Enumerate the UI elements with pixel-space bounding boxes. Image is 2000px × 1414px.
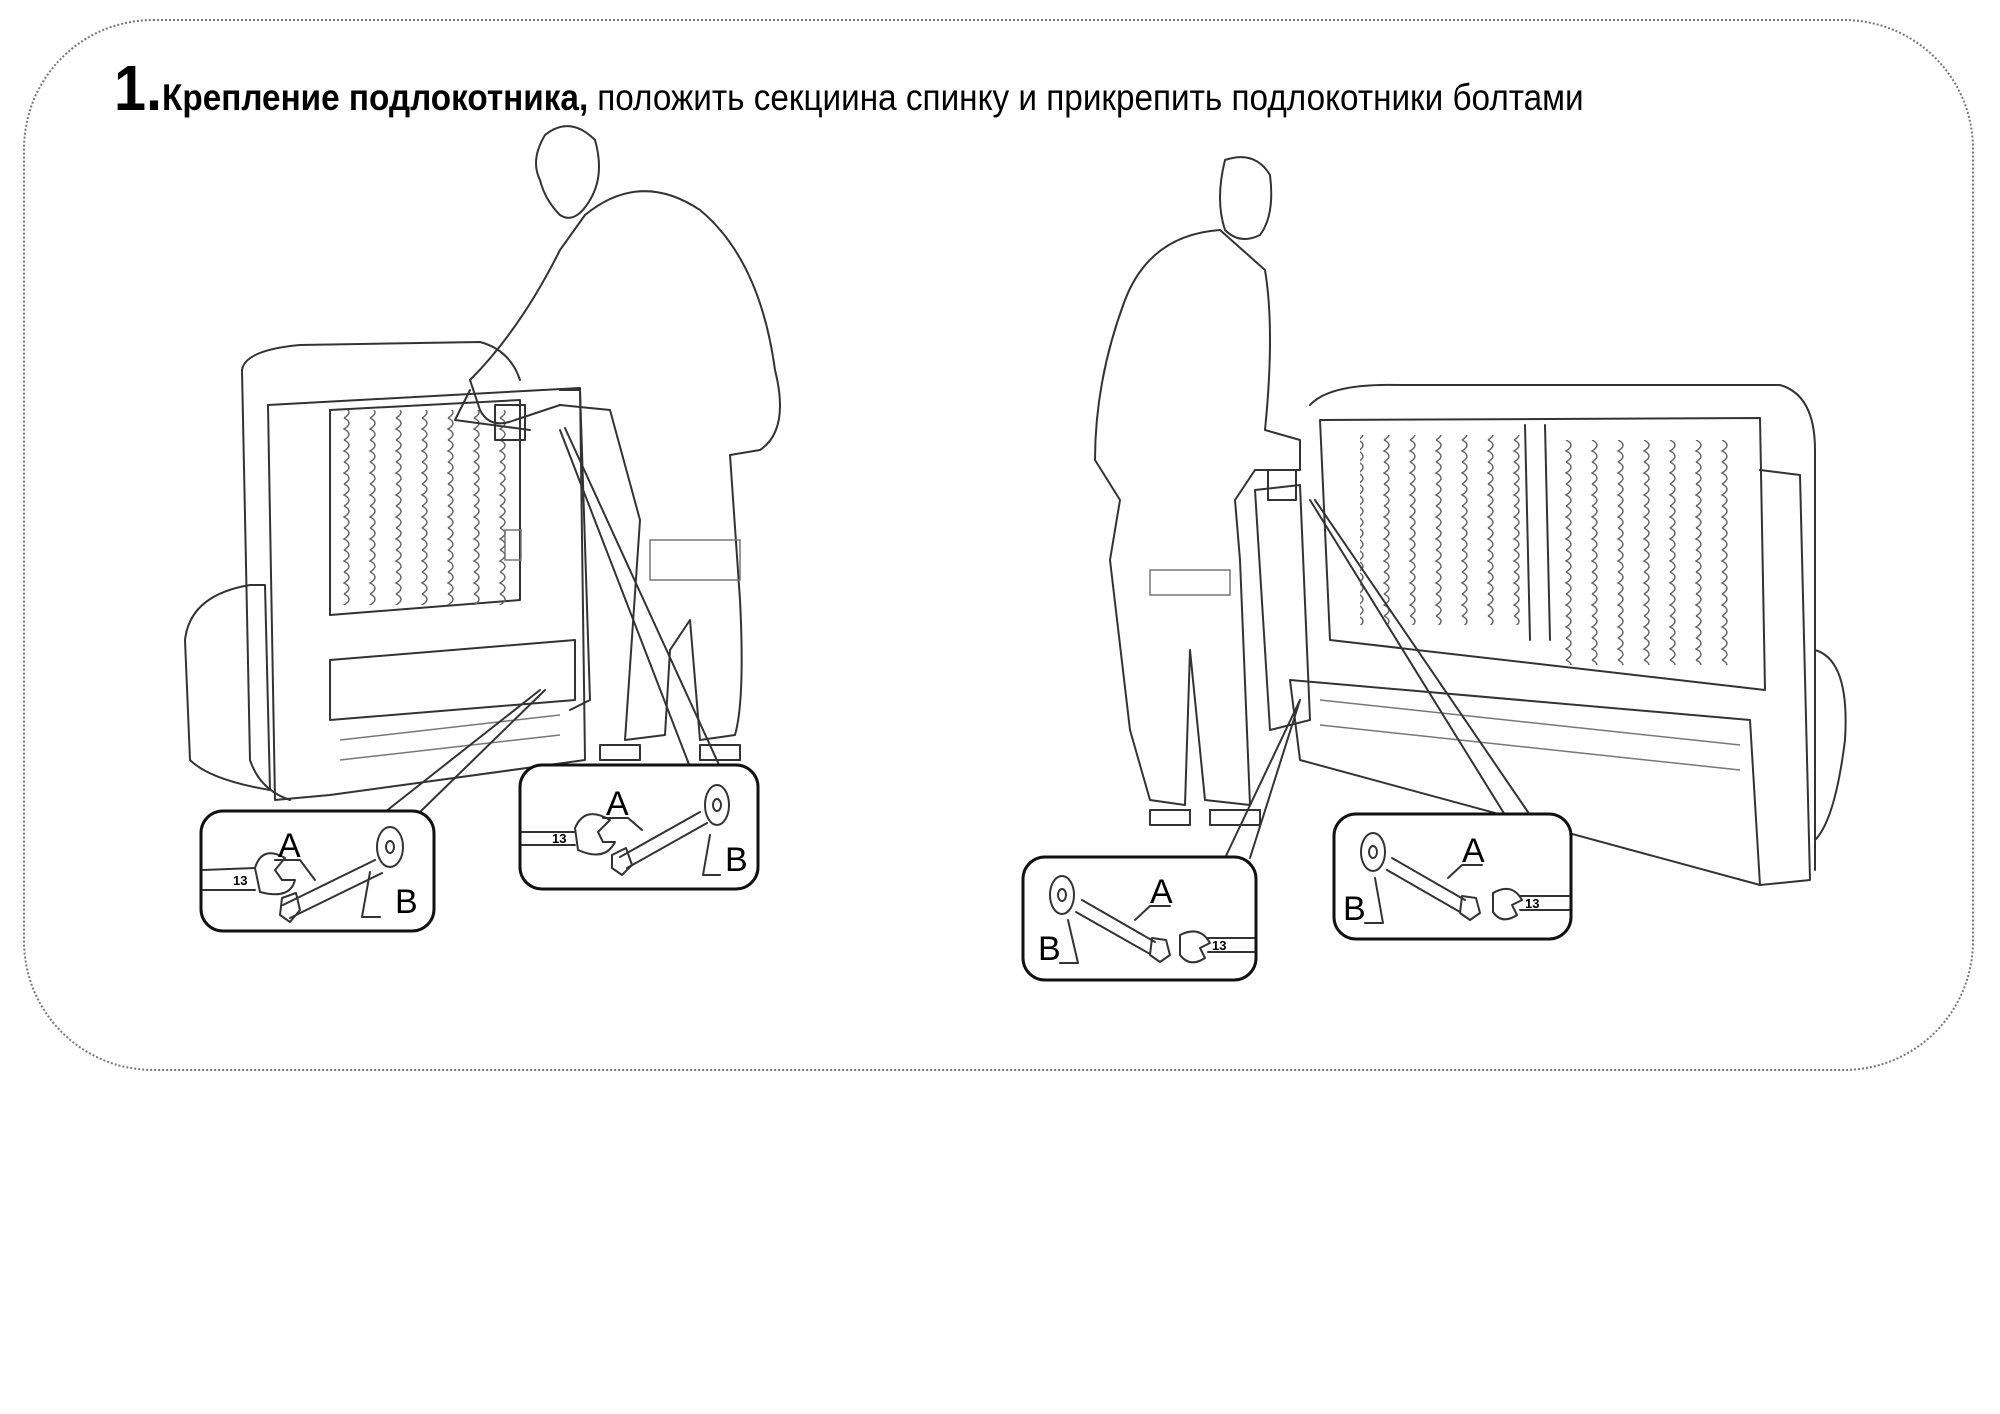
bolt-label: A bbox=[606, 785, 629, 823]
wrench-size-label: 13 bbox=[552, 831, 566, 846]
bolt-icon bbox=[611, 811, 708, 876]
step-instruction: положить секциина спинку и прикрепить по… bbox=[597, 77, 1584, 118]
washer-icon bbox=[704, 784, 730, 826]
washer-label: B bbox=[1038, 930, 1061, 968]
washer-label: B bbox=[725, 841, 748, 879]
callout-detail-3: 13 A B bbox=[1021, 855, 1258, 982]
callout-detail-1: 13 A B bbox=[199, 809, 436, 933]
bolt-icon bbox=[1386, 857, 1481, 921]
washer-icon bbox=[1360, 832, 1386, 872]
callout-detail-2: 13 A B bbox=[518, 763, 760, 891]
left-sofa-section bbox=[184, 341, 591, 801]
step-heading: Крепление подлокотника, bbox=[162, 77, 589, 118]
washer-label: B bbox=[1343, 890, 1366, 928]
callout-leaders bbox=[384, 427, 1531, 859]
washer-icon bbox=[1049, 875, 1075, 915]
washer-icon bbox=[376, 826, 404, 868]
wrench-size-label: 13 bbox=[233, 873, 247, 888]
step-border bbox=[23, 19, 1974, 1071]
right-sofa bbox=[1254, 383, 1847, 886]
bolt-icon bbox=[279, 859, 383, 923]
bolt-label: A bbox=[1150, 873, 1173, 911]
wrench-icon: 13 bbox=[202, 852, 296, 896]
wrench-size-label: 13 bbox=[1525, 896, 1539, 911]
washer-label: B bbox=[395, 883, 418, 921]
wrench-icon: 13 bbox=[1179, 930, 1255, 964]
wrench-icon: 13 bbox=[521, 813, 616, 856]
left-worker bbox=[454, 125, 781, 761]
callout-detail-4: 13 A B bbox=[1332, 812, 1573, 941]
bolt-label: A bbox=[1462, 832, 1485, 870]
wrench-icon: 13 bbox=[1492, 887, 1570, 921]
step-number: 1. bbox=[114, 52, 163, 124]
bolt-label: A bbox=[278, 827, 301, 865]
wrench-size-label: 13 bbox=[1212, 938, 1226, 953]
step-title: 1. Крепление подлокотника, положить секц… bbox=[114, 56, 1584, 120]
bolt-icon bbox=[1075, 899, 1171, 963]
